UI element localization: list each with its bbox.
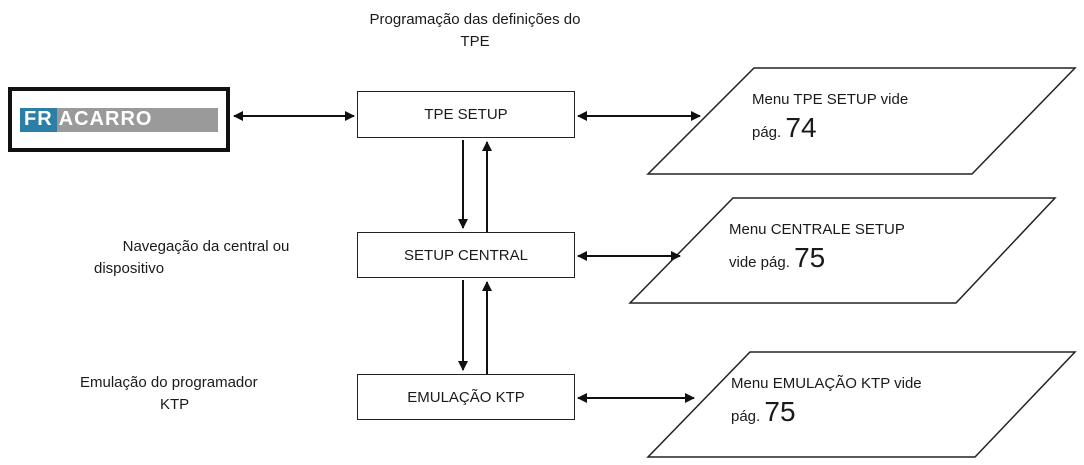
menu-ktp-line-2: pág. 75 [731,398,991,431]
label-emulacao: Emulação do programador KTP [80,372,320,416]
logo-part-2: ACARRO [56,107,218,132]
menu-ktp-parallelogram [646,351,1077,458]
title-line-1: Programação das definições do [369,11,581,28]
label-emulacao-line-2: KTP [160,396,190,413]
menu-tpe-parallelogram [646,67,1077,175]
menu-ktp-prefix: pág. [731,408,761,425]
label-emulacao-line-1: Emulação do programador [80,374,258,391]
menu-tpe-line-1: Menu TPE SETUP vide [752,91,909,108]
title-line-2: TPE [460,33,490,50]
menu-ktp-page: 75 [764,396,796,427]
emulacao-ktp-box[interactable]: EMULAÇÃO KTP [357,374,575,420]
menu-tpe-page: 74 [785,112,817,143]
menu-tpe-prefix: pág. [752,124,782,141]
menu-centrale-line-2: vide pág. 75 [729,244,989,277]
label-navegacao: Navegação da central ou dispositivo [86,236,326,280]
logo-part-1: FR [20,107,57,132]
menu-tpe-line-2: pág. 74 [752,114,992,147]
menu-ktp-text: Menu EMULAÇÃO KTP vide pág. 75 [731,370,991,431]
menu-centrale-parallelogram [628,197,1057,304]
tpe-setup-box[interactable]: TPE SETUP [357,91,575,138]
menu-tpe-text: Menu TPE SETUP vide pág. 74 [752,86,992,147]
label-navegacao-line-2: dispositivo [94,260,165,277]
menu-centrale-prefix: vide pág. [729,254,790,271]
menu-centrale-page: 75 [794,242,826,273]
title-programacao: Programação das definições do TPE [330,9,620,53]
fracarro-logo: FR ACARRO [8,87,230,152]
menu-centrale-text: Menu CENTRALE SETUP vide pág. 75 [729,216,989,277]
menu-ktp-line-1: Menu EMULAÇÃO KTP vide [731,375,922,392]
setup-central-box[interactable]: SETUP CENTRAL [357,232,575,278]
menu-centrale-line-1: Menu CENTRALE SETUP [729,221,905,238]
label-navegacao-line-1: Navegação da central ou [122,238,290,255]
